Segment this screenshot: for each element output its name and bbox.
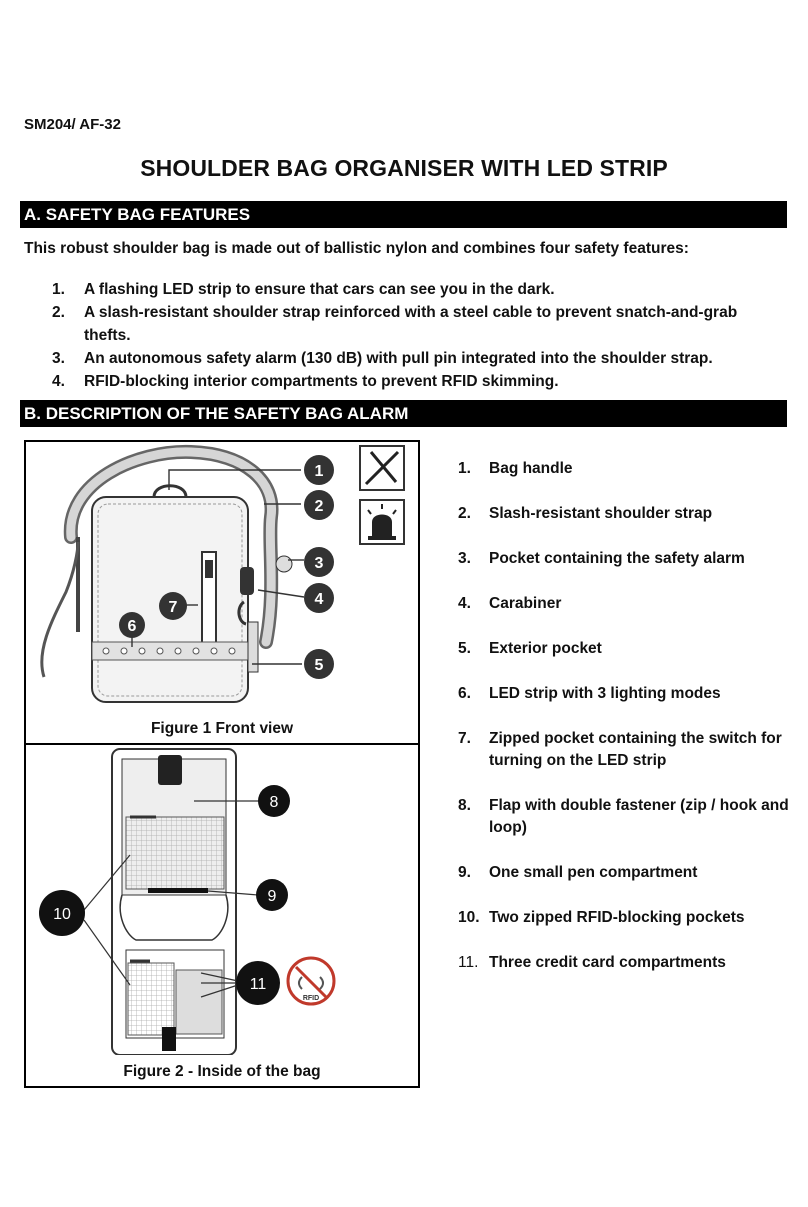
callout-6: 6 xyxy=(128,618,137,635)
no-cut-icon xyxy=(359,445,405,491)
feature-number: 4. xyxy=(52,373,65,390)
feature-item: 4. RFID-blocking interior compartments to… xyxy=(24,370,774,393)
part-number: 1. xyxy=(458,460,471,477)
siren-icon xyxy=(359,499,405,545)
callout-4: 4 xyxy=(315,591,324,608)
part-text: Pocket containing the safety alarm xyxy=(489,550,745,567)
section-a-heading: A. SAFETY BAG FEATURES xyxy=(20,201,787,228)
part-number: 4. xyxy=(458,595,471,612)
feature-number: 3. xyxy=(52,350,65,367)
part-number: 11. xyxy=(458,954,479,971)
part-item: 6. LED strip with 3 lighting modes xyxy=(456,683,791,705)
part-text: Exterior pocket xyxy=(489,640,602,657)
feature-item: 2. A slash-resistant shoulder strap reinf… xyxy=(24,301,774,347)
part-text: Three credit card compartments xyxy=(489,954,726,971)
part-text: Bag handle xyxy=(489,460,573,477)
feature-number: 1. xyxy=(52,281,65,298)
part-text: Carabiner xyxy=(489,595,562,612)
rfid-blocking-icon: RFID xyxy=(286,956,336,1006)
callout-10: 10 xyxy=(53,906,71,923)
callout-5: 5 xyxy=(315,657,324,674)
part-number: 6. xyxy=(458,685,471,702)
feature-text: RFID-blocking interior compartments to p… xyxy=(84,373,559,390)
section-b-heading: B. DESCRIPTION OF THE SAFETY BAG ALARM xyxy=(20,400,787,427)
figure-2-inside-view: 8 9 10 11 RFID Figure 2 - Inside of the … xyxy=(24,743,420,1088)
part-number: 3. xyxy=(458,550,471,567)
part-text: Zipped pocket containing the switch for … xyxy=(489,730,782,769)
callout-3: 3 xyxy=(315,555,324,572)
part-item: 7. Zipped pocket containing the switch fo… xyxy=(456,728,791,772)
figure-2-caption: Figure 2 - Inside of the bag xyxy=(123,1063,321,1080)
figure-1-caption: Figure 1 Front view xyxy=(150,720,294,737)
part-item: 3. Pocket containing the safety alarm xyxy=(456,548,791,570)
feature-item: 3. An autonomous safety alarm (130 dB) wi… xyxy=(24,347,774,370)
part-text: Slash-resistant shoulder strap xyxy=(489,505,713,522)
callout-2: 2 xyxy=(315,498,324,515)
bag-inside-illustration: 8 9 10 11 RFID xyxy=(39,748,336,1055)
part-item: 8. Flap with double fastener (zip / hook … xyxy=(456,795,791,839)
part-item: 5. Exterior pocket xyxy=(456,638,791,660)
part-text: Flap with double fastener (zip / hook an… xyxy=(489,797,789,836)
feature-item: 1. A flashing LED strip to ensure that ca… xyxy=(24,278,774,301)
feature-number: 2. xyxy=(52,304,65,321)
parts-list: 1. Bag handle 2. Slash-resistant shoulder … xyxy=(456,458,791,974)
part-item: 2. Slash-resistant shoulder strap xyxy=(456,503,791,525)
features-intro: This robust shoulder bag is made out of … xyxy=(24,240,689,257)
part-item: 11. Three credit card compartments xyxy=(456,952,791,974)
callout-7: 7 xyxy=(169,599,178,616)
part-text: LED strip with 3 lighting modes xyxy=(489,685,721,702)
part-text: One small pen compartment xyxy=(489,864,698,881)
features-list: 1. A flashing LED strip to ensure that ca… xyxy=(24,278,774,393)
document-title: SHOULDER BAG ORGANISER WITH LED STRIP xyxy=(140,155,668,181)
part-number: 2. xyxy=(458,505,471,522)
part-number: 5. xyxy=(458,640,471,657)
part-number: 9. xyxy=(458,864,471,881)
callout-1: 1 xyxy=(315,463,324,480)
callout-11: 11 xyxy=(250,976,267,993)
part-item: 10. Two zipped RFID-blocking pockets xyxy=(456,907,791,929)
product-code: SM204/ AF-32 xyxy=(24,116,121,133)
part-number: 8. xyxy=(458,797,471,814)
part-number: 7. xyxy=(458,730,471,747)
feature-text: An autonomous safety alarm (130 dB) with… xyxy=(84,350,713,367)
callout-9: 9 xyxy=(268,888,277,905)
part-item: 1. Bag handle xyxy=(456,458,791,480)
feature-text: A slash-resistant shoulder strap reinfor… xyxy=(84,304,738,344)
bag-front-illustration: 1 2 3 4 5 6 7 xyxy=(40,444,405,703)
figure-1-front-view: 1 2 3 4 5 6 7 Figure 1 Front view xyxy=(24,440,420,745)
part-item: 9. One small pen compartment xyxy=(456,862,791,884)
feature-text: A flashing LED strip to ensure that cars… xyxy=(84,281,555,298)
part-text: Two zipped RFID-blocking pockets xyxy=(489,909,745,926)
part-item: 4. Carabiner xyxy=(456,593,791,615)
part-number: 10. xyxy=(458,909,480,926)
callout-8: 8 xyxy=(270,794,279,811)
rfid-label: RFID xyxy=(303,995,319,1002)
